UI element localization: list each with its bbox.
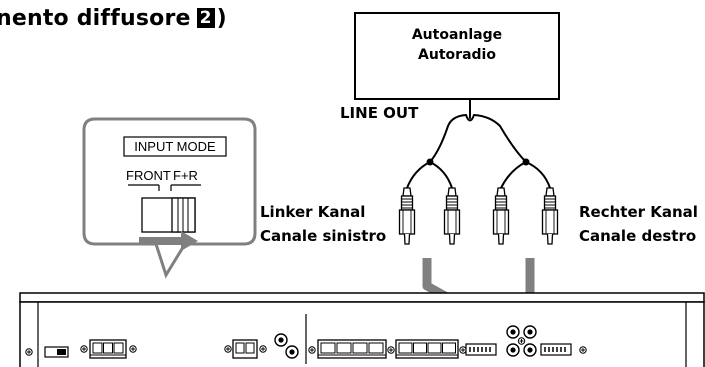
speaker-terminal-2 xyxy=(395,339,459,359)
car-stereo-label: Autoanlage Autoradio xyxy=(356,25,558,65)
left-channel-label-it: Canale sinistro xyxy=(260,227,387,245)
input-mode-callout xyxy=(82,117,257,279)
input-mode-label: INPUT MODE xyxy=(134,139,216,154)
title-closing-paren: ) xyxy=(216,6,227,31)
line-out-cable xyxy=(406,98,551,189)
rca-plug-right-1 xyxy=(492,187,510,245)
input-mode-label-box xyxy=(123,136,227,157)
line-out-label: LINE OUT xyxy=(340,104,419,122)
section-title-text: nento diffusore xyxy=(0,6,191,31)
car-stereo-box xyxy=(354,12,560,100)
front-position-label: FRONT xyxy=(126,168,171,183)
rca-plug-left-2 xyxy=(443,187,461,245)
remote-connector-right xyxy=(540,343,572,356)
left-split-dot xyxy=(426,158,434,166)
fuse-slot xyxy=(44,346,69,358)
rca-plug-left-1 xyxy=(398,187,416,245)
slide-direction-arrow xyxy=(139,231,198,251)
speaker-terminal-1 xyxy=(317,339,387,359)
car-stereo-label-de: Autoanlage xyxy=(411,27,503,43)
step-number-badge: 2 xyxy=(196,8,215,28)
left-channel-label-de: Linker Kanal xyxy=(260,203,366,221)
front-rear-position-label: F+R xyxy=(173,168,198,183)
rca-plug-right-2 xyxy=(541,187,559,245)
remote-connector-left xyxy=(465,343,497,356)
right-split-dot xyxy=(522,158,530,166)
input-mode-switch[interactable] xyxy=(141,197,196,233)
car-stereo-label-it: Autoradio xyxy=(418,47,496,63)
right-channel-label-de: Rechter Kanal xyxy=(579,203,698,221)
right-channel-label-it: Canale destro xyxy=(579,227,697,245)
power-terminal xyxy=(89,339,127,359)
amplifier-rear-panel xyxy=(19,292,705,367)
